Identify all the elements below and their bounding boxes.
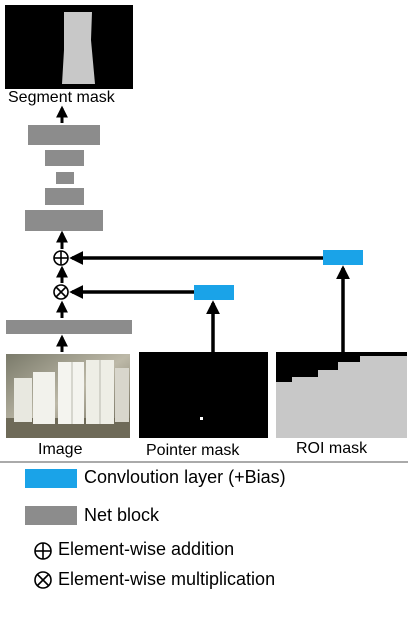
legend-circle-plus-icon [34, 542, 52, 560]
image-label: Image [38, 441, 83, 458]
circle-times-icon [53, 284, 69, 300]
legend-circle-times-icon [34, 571, 52, 589]
pointer-mask-label: Pointer mask [146, 442, 240, 459]
legend-addition-label: Element-wise addition [58, 539, 235, 559]
net-block-4 [45, 188, 84, 205]
legend-conv-label: Convloution layer (+Bias) [84, 467, 286, 487]
pointer-mask-image [139, 352, 268, 438]
circle-plus-icon [53, 250, 69, 266]
legend-net-block-swatch [25, 506, 77, 525]
conv-layer-roi [323, 250, 363, 265]
legend-net-block-label: Net block [84, 505, 160, 525]
roi-mask-image [276, 352, 407, 438]
net-block-5 [25, 210, 103, 231]
roi-mask-label: ROI mask [296, 440, 368, 457]
legend-conv-swatch [25, 469, 77, 488]
input-image [6, 354, 130, 438]
conv-layer-pointer [194, 285, 234, 300]
net-block-2 [45, 150, 84, 166]
net-block-top [28, 125, 100, 145]
segment-mask-image [5, 5, 133, 89]
net-block-bottom [6, 320, 132, 334]
net-block-3 [56, 172, 74, 184]
segment-mask-label: Segment mask [8, 89, 115, 106]
legend-multiplication-label: Element-wise multiplication [58, 569, 276, 589]
